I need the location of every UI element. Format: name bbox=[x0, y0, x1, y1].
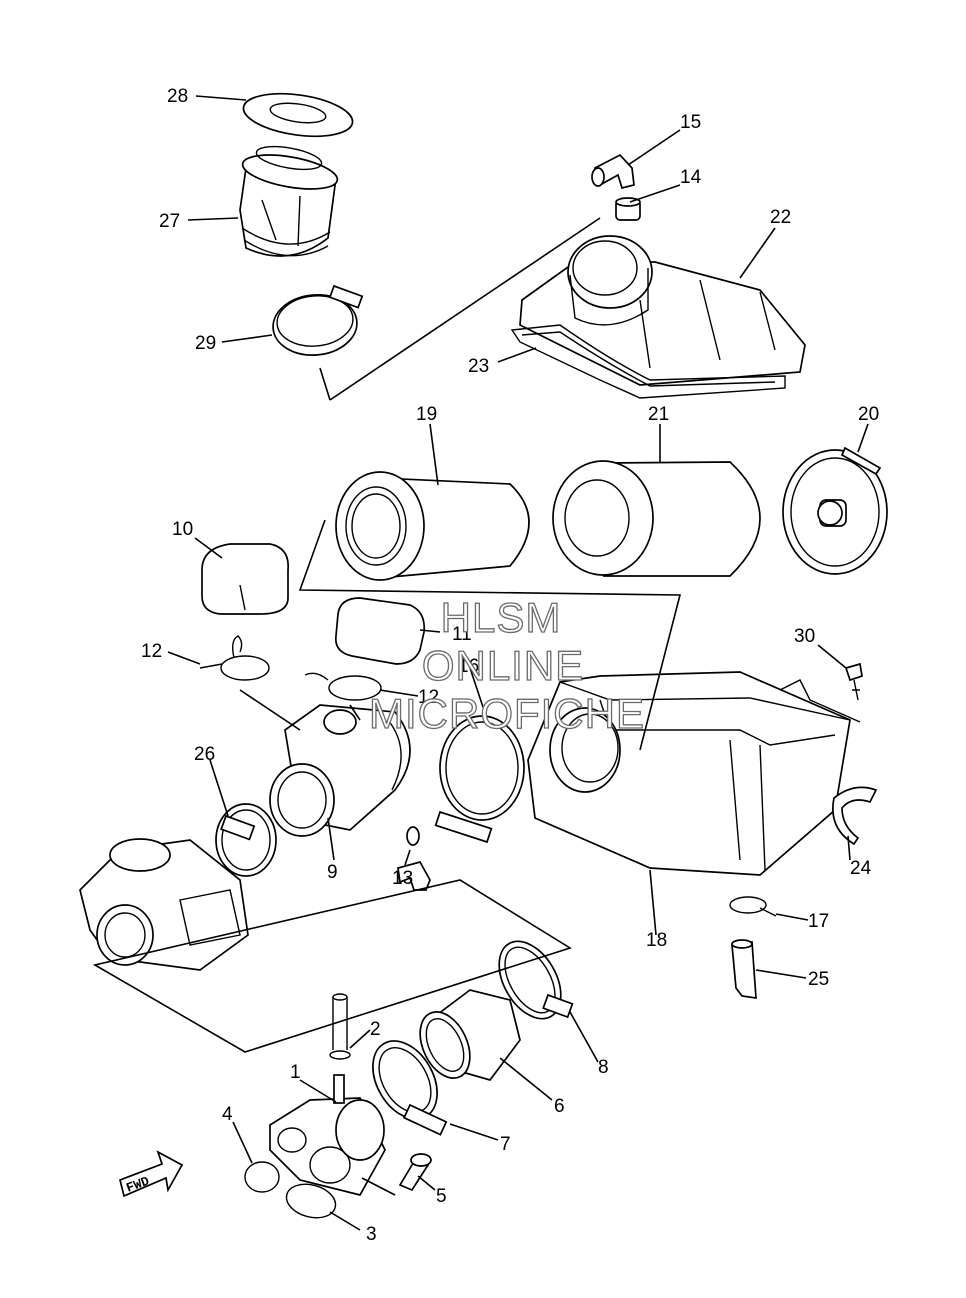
label-20: 20 bbox=[858, 404, 879, 425]
label-7: 7 bbox=[500, 1134, 511, 1155]
label-29: 29 bbox=[195, 333, 216, 354]
label-19: 19 bbox=[416, 404, 437, 425]
part-16-clamp-band bbox=[434, 715, 525, 844]
part-29-hose-clamp bbox=[272, 284, 364, 356]
part-11-pad bbox=[334, 597, 426, 665]
label-6: 6 bbox=[554, 1096, 565, 1117]
part-8-clamp bbox=[498, 940, 574, 1020]
part-30-screw bbox=[844, 662, 863, 701]
label-1: 1 bbox=[290, 1062, 301, 1083]
part-23-gasket bbox=[510, 324, 786, 399]
label-27: 27 bbox=[159, 211, 180, 232]
part-12-clip-right bbox=[304, 672, 382, 701]
label-12-right: 12 bbox=[418, 687, 439, 708]
label-26: 26 bbox=[194, 744, 215, 765]
label-9: 9 bbox=[327, 862, 338, 883]
watermark: HLSM ONLINE MICROFICHE bbox=[368, 593, 645, 737]
part-13-elbow bbox=[397, 826, 431, 891]
part-4-o-ring bbox=[244, 1161, 280, 1193]
part-5-bolt bbox=[398, 1153, 432, 1192]
part-14-grommet bbox=[615, 197, 641, 221]
part-20-filter-cap bbox=[782, 446, 888, 575]
label-18: 18 bbox=[646, 930, 667, 951]
label-16: 16 bbox=[458, 656, 479, 677]
label-24: 24 bbox=[850, 858, 872, 879]
part-19-filter-element bbox=[335, 471, 530, 581]
part-25-tube bbox=[731, 939, 757, 999]
part-6-joint bbox=[419, 989, 521, 1081]
part-9-joint bbox=[269, 704, 411, 837]
label-28: 28 bbox=[167, 86, 188, 107]
leader-lines bbox=[167, 95, 869, 1231]
label-8: 8 bbox=[598, 1057, 609, 1078]
watermark-line-1: HLSM bbox=[441, 594, 562, 641]
assembly-guides bbox=[92, 217, 682, 1196]
part-12-clip-left bbox=[199, 635, 270, 681]
label-13: 13 bbox=[392, 868, 413, 889]
part-26-clamp bbox=[215, 803, 277, 877]
label-21: 21 bbox=[648, 404, 669, 425]
part-1-manifold bbox=[269, 1074, 386, 1196]
label-3: 3 bbox=[366, 1224, 377, 1245]
label-12-left: 12 bbox=[141, 641, 162, 662]
part-22-airbox-cover bbox=[519, 235, 806, 386]
label-17: 17 bbox=[808, 911, 829, 932]
label-23: 23 bbox=[468, 356, 489, 377]
label-11: 11 bbox=[452, 624, 472, 645]
label-15: 15 bbox=[680, 112, 701, 133]
label-5: 5 bbox=[436, 1186, 447, 1207]
callout-labels: 28 27 29 15 14 22 23 19 21 20 10 11 12 1… bbox=[141, 86, 879, 1245]
label-10: 10 bbox=[172, 519, 193, 540]
part-28-seal-ring bbox=[242, 92, 354, 138]
part-17-clip bbox=[729, 896, 777, 917]
watermark-line-2: ONLINE bbox=[422, 642, 584, 689]
label-25: 25 bbox=[808, 969, 829, 990]
part-18-airbox-case bbox=[527, 671, 861, 876]
part-21-filter-foam bbox=[552, 460, 761, 577]
carburetor bbox=[79, 838, 249, 971]
part-7-clamp bbox=[372, 1040, 448, 1136]
part-27-duct-joint bbox=[239, 145, 339, 257]
label-14: 14 bbox=[680, 167, 702, 188]
label-4: 4 bbox=[222, 1104, 233, 1125]
watermark-line-3: MICROFICHE bbox=[369, 690, 645, 737]
part-15-elbow-fitting bbox=[591, 153, 635, 190]
label-30: 30 bbox=[794, 626, 815, 647]
fwd-arrow: FWD bbox=[118, 1150, 184, 1198]
part-2-clip bbox=[329, 993, 351, 1060]
part-24-clip bbox=[832, 786, 878, 846]
part-3-o-ring bbox=[285, 1183, 337, 1219]
label-2: 2 bbox=[370, 1019, 381, 1040]
part-10-pad bbox=[201, 543, 290, 615]
label-22: 22 bbox=[770, 207, 791, 228]
